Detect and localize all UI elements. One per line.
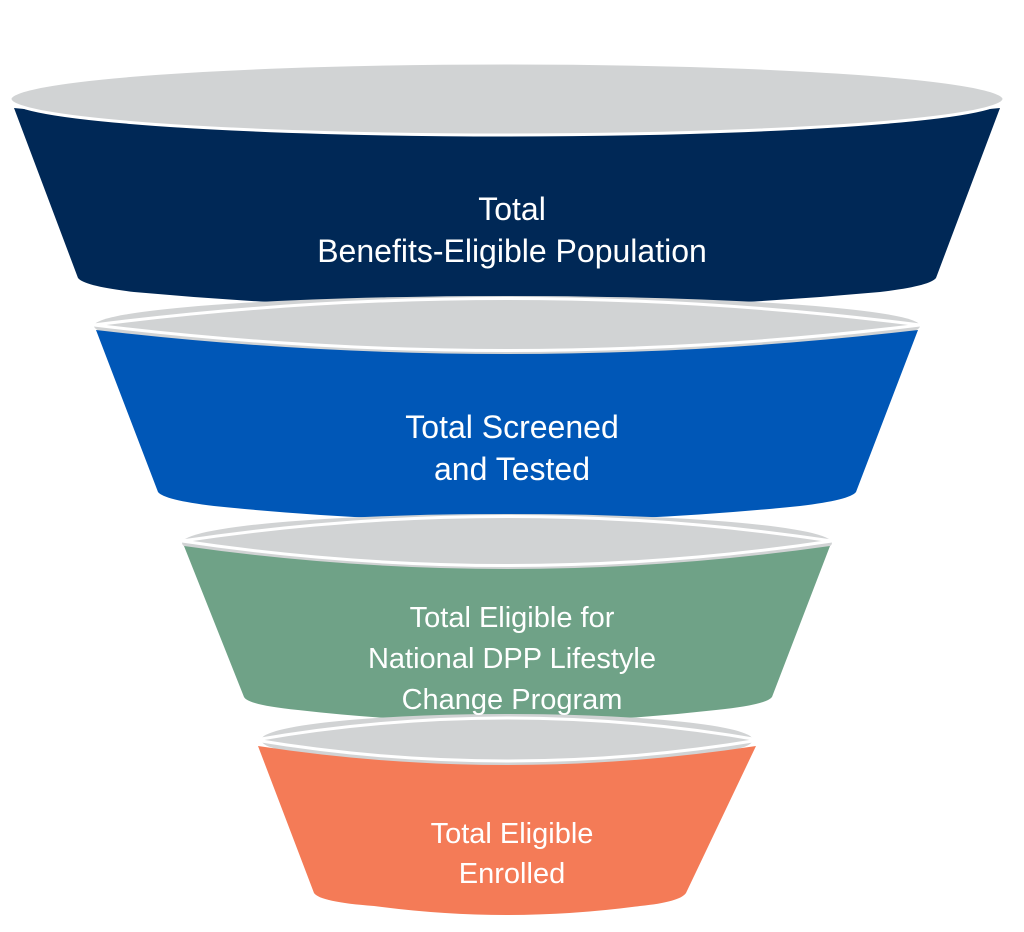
stage-rim-screened-tested (93, 297, 921, 352)
stage-band-eligible-enrolled (258, 746, 756, 915)
stage-label-screened-tested: Total Screened and Tested (0, 406, 1024, 490)
stage-label-line: Total Eligible (430, 818, 594, 850)
stage-label-line: Enrolled (458, 858, 566, 890)
stage-label-benefits-eligible: Total Benefits-Eligible Population (0, 188, 1024, 272)
stage-rim-eligible-dpp (181, 515, 833, 567)
stage-label-line: National DPP Lifestyle (367, 643, 656, 675)
stage-band-benefits-eligible (14, 108, 1000, 309)
stage-label-eligible-dpp: Total Eligible for National DPP Lifestyl… (0, 598, 1024, 721)
funnel-stage-screened-tested (93, 296, 921, 521)
stage-label-line: Total (478, 191, 546, 227)
stage-label-line: Total Screened (405, 409, 619, 445)
stage-band-eligible-dpp (184, 546, 830, 722)
stage-rim-benefits-eligible (8, 61, 1006, 137)
stage-label-eligible-enrolled: Total Eligible Enrolled (0, 814, 1024, 894)
funnel-stage-benefits-eligible (8, 61, 1006, 309)
stage-label-line: and Tested (434, 451, 590, 487)
funnel-stage-eligible-enrolled (254, 714, 760, 915)
stage-label-line: Benefits-Eligible Population (317, 233, 707, 269)
stage-rim-eligible-enrolled (254, 716, 760, 763)
stage-band-screened-tested (96, 330, 918, 521)
stage-label-line: Change Program (401, 684, 623, 716)
funnel-stage-eligible-dpp (181, 514, 833, 722)
stage-label-line: Total Eligible for (409, 602, 615, 634)
